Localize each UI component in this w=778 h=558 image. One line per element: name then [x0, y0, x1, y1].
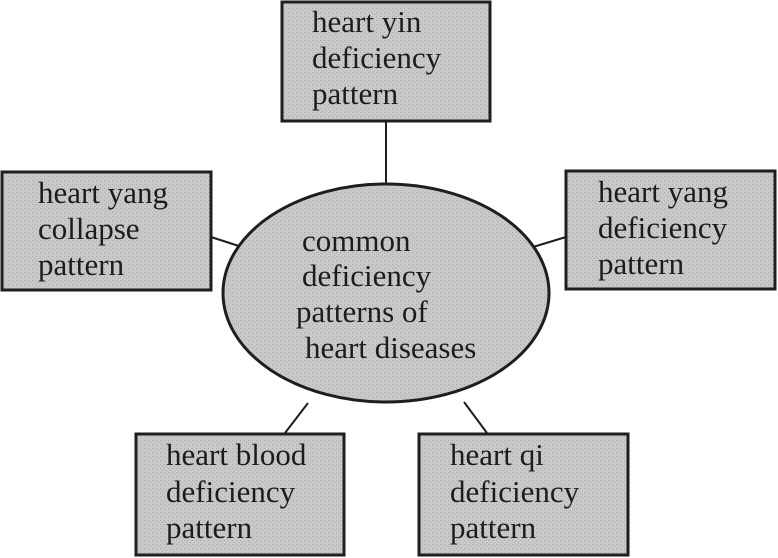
- node-box-heart-yang-deficiency: [564, 169, 777, 291]
- node-line: heart yin: [312, 4, 422, 39]
- center-line-4: heart diseases: [305, 330, 476, 365]
- node-box-heart-yang-collapse: [0, 170, 213, 292]
- node-line: pattern: [450, 510, 537, 545]
- node-line: deficiency: [166, 474, 296, 509]
- node-line: heart yang: [598, 174, 728, 209]
- center-line-3: patterns of: [296, 294, 428, 329]
- node-text-heart-blood: heart blood deficiency pattern: [166, 437, 314, 545]
- center-ellipse: [221, 182, 551, 404]
- center-line-1: common: [302, 223, 411, 258]
- node-text-heart-yang-collapse: heart yang collapse pattern: [38, 175, 176, 282]
- node-line: heart yang: [38, 175, 168, 210]
- node-line: deficiency: [450, 474, 580, 509]
- node-line: deficiency: [598, 210, 728, 245]
- connector-heart-yang-collapse: [210, 236, 243, 248]
- connector-heart-qi: [463, 401, 488, 434]
- center-node: common deficiency patterns of heart dise…: [221, 182, 551, 404]
- node-line: pattern: [312, 76, 399, 111]
- node-line: pattern: [38, 247, 125, 282]
- connector-heart-blood: [284, 402, 309, 434]
- node-text-heart-yin: heart yin deficiency pattern: [312, 4, 449, 111]
- node-heart-qi-deficiency: heart qi deficiency pattern: [417, 432, 630, 557]
- center-line-2: deficiency: [302, 258, 432, 293]
- node-heart-yin-deficiency: heart yin deficiency pattern: [280, 0, 492, 123]
- node-box-heart-blood: [134, 432, 346, 557]
- node-text-heart-yang-deficiency: heart yang deficiency pattern: [598, 174, 736, 281]
- node-heart-yang-deficiency: heart yang deficiency pattern: [564, 169, 777, 291]
- node-line: pattern: [598, 246, 685, 281]
- node-heart-yang-collapse: heart yang collapse pattern: [0, 170, 213, 292]
- node-line: heart qi: [450, 437, 544, 472]
- center-text: common deficiency patterns of heart dise…: [296, 223, 476, 365]
- node-box-heart-qi: [417, 432, 630, 557]
- connector-heart-yang-deficiency: [532, 236, 567, 248]
- node-line: pattern: [166, 510, 253, 545]
- node-heart-blood-deficiency: heart blood deficiency pattern: [134, 432, 346, 557]
- node-line: collapse: [38, 211, 140, 246]
- node-line: heart blood: [166, 437, 307, 472]
- node-box-heart-yin: [280, 0, 492, 123]
- node-text-heart-qi: heart qi deficiency pattern: [450, 437, 587, 545]
- node-line: deficiency: [312, 40, 442, 75]
